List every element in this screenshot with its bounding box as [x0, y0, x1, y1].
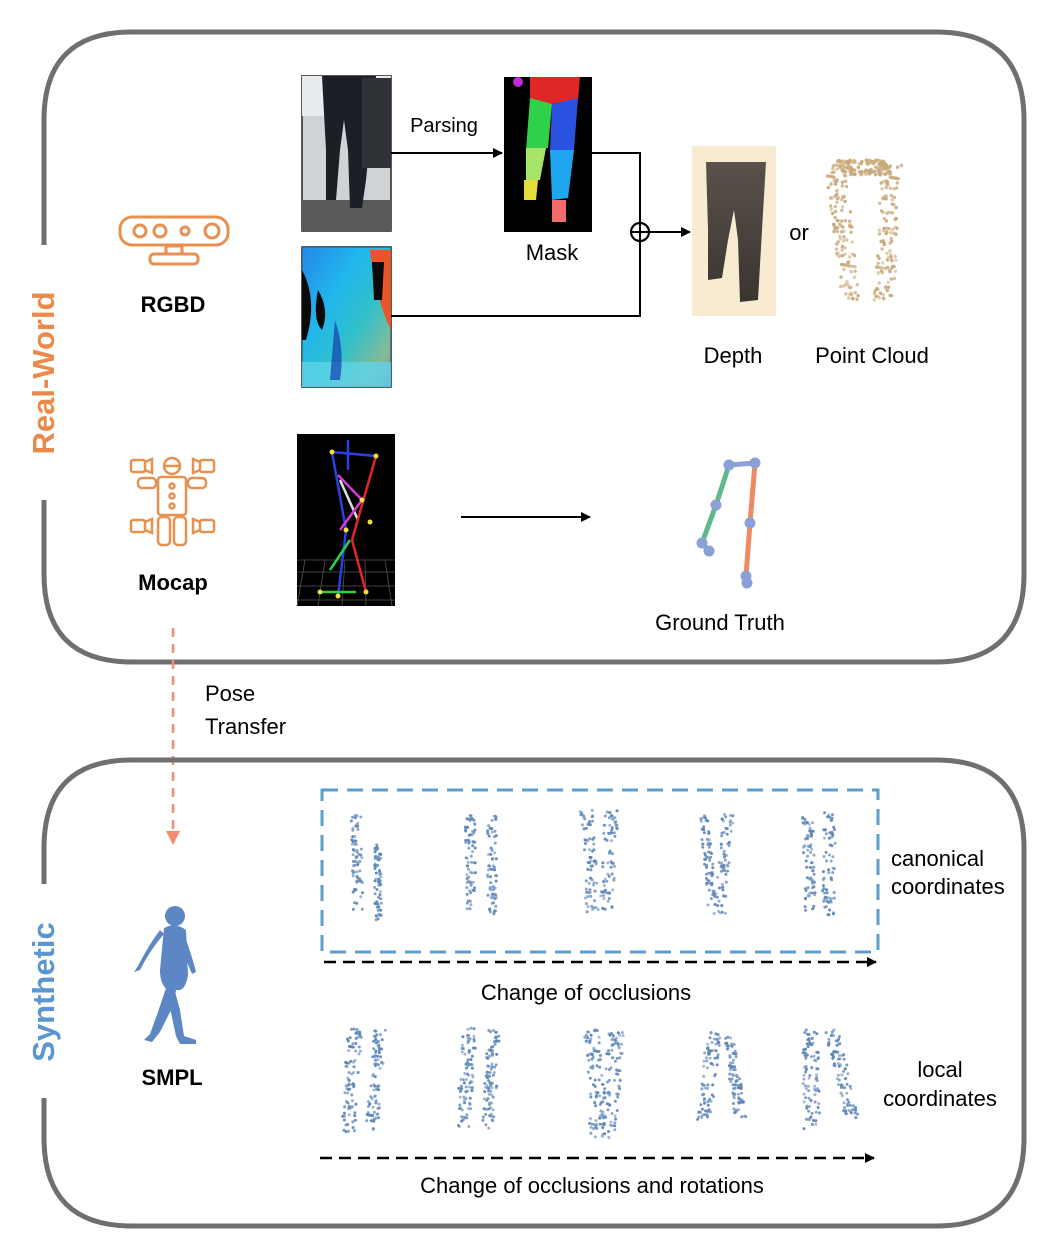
merge-connector [391, 152, 650, 317]
synthetic-panel: Synthetic SMPL Change of occlusions cano… [26, 757, 1027, 1229]
depth-colormap-image [301, 246, 392, 388]
canonical-label-line2: coordinates [891, 874, 1005, 899]
local-label-line1: local [917, 1057, 962, 1082]
pose-transfer: Pose Transfer [166, 628, 286, 845]
pose-transfer-line2: Transfer [205, 714, 286, 739]
smpl-human-model [134, 906, 196, 1044]
canonical-point-clouds [349, 808, 837, 922]
synthetic-frame [41, 757, 1027, 1229]
kinect-icon [118, 215, 230, 266]
mocap-label: Mocap [138, 570, 208, 595]
synthetic-label: Synthetic [26, 922, 61, 1062]
ground-truth-skeleton [696, 457, 761, 589]
real-world-label: Real-World [26, 291, 61, 454]
local-label-line2: coordinates [883, 1086, 997, 1111]
local-caption: Change of occlusions and rotations [420, 1173, 764, 1198]
canonical-caption: Change of occlusions [481, 980, 691, 1005]
rgb-photo [301, 75, 392, 232]
mocap-screen [296, 434, 395, 607]
real-world-panel: Real-World RGBD [26, 29, 1027, 665]
rgbd-label: RGBD [141, 292, 206, 317]
mask-image [504, 77, 592, 232]
mask-label: Mask [526, 240, 580, 265]
parsing-label: Parsing [410, 115, 478, 137]
canonical-label-line1: canonical [891, 846, 984, 871]
canonical-highlight-box [320, 788, 880, 954]
smpl-label: SMPL [141, 1065, 202, 1090]
ground-truth-label: Ground Truth [655, 610, 785, 635]
point-cloud-image [825, 158, 904, 302]
mocap-icon [129, 456, 216, 547]
or-label: or [789, 220, 809, 245]
depth-image [692, 146, 776, 316]
real-world-frame [41, 29, 1027, 665]
depth-label: Depth [704, 343, 763, 368]
local-point-clouds [341, 1026, 859, 1139]
merge-plus-icon [630, 222, 650, 242]
point-cloud-label: Point Cloud [815, 343, 929, 368]
pose-transfer-line1: Pose [205, 681, 255, 706]
